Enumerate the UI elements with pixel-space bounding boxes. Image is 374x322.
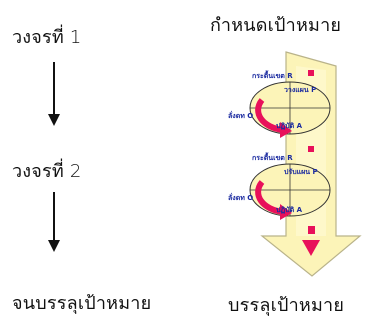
bottom-act-label: กระตื้นเขต R (252, 151, 293, 162)
bottom-cycle: กระตื้นเขต R ปรับแผน P ลั่งดท O ปฏิบัติ … (228, 151, 331, 220)
top-do-label: ปฏิบัติ A (276, 122, 303, 130)
bottom-plan-label: ปรับแผน P (284, 168, 318, 176)
until-goal-label: จนบรรลุเป้าหมาย (12, 293, 152, 314)
top-check-label: ลั่งดท O (228, 110, 253, 120)
achieve-goal-label: บรรลุเป้าหมาย (228, 295, 345, 316)
set-goal-label: กำหนดเป้าหมาย (210, 15, 342, 36)
cycle-2-label: วงจรที่ 2 (12, 161, 82, 182)
bottom-do-label: ปฏิบัติ A (276, 206, 303, 214)
top-act-label: กระตื้นเขต R (252, 69, 293, 80)
top-cycle: กระตื้นเขต R วางแผน P ลั่งดท O ปฏิบัติ A (228, 69, 331, 138)
bottom-check-label: ลั่งดท O (228, 192, 253, 202)
cycle-1-label: วงจรที่ 1 (12, 27, 82, 48)
down-arrow-2 (48, 192, 60, 252)
top-plan-label: วางแผน P (284, 86, 316, 94)
down-arrow-1 (48, 62, 60, 126)
